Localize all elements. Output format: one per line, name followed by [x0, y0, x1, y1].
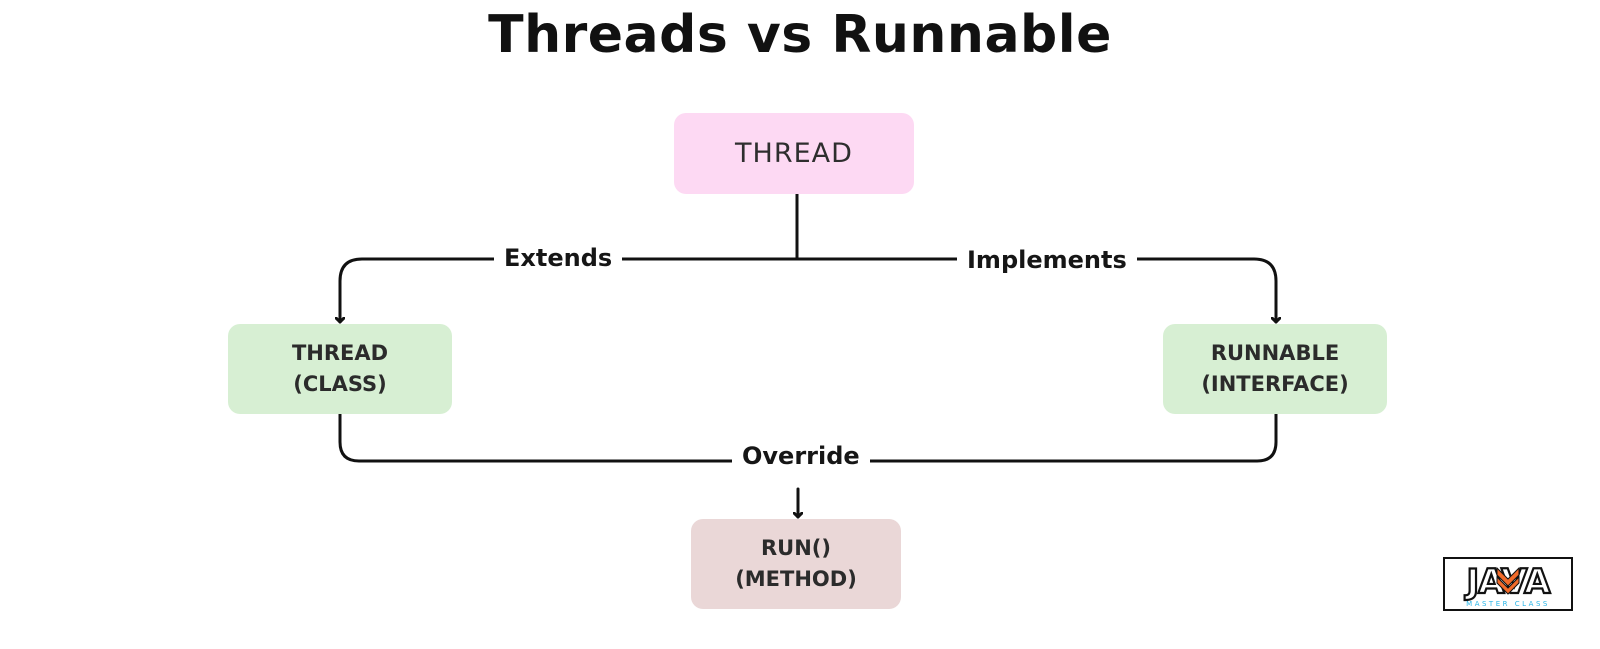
node-runnable-line2: (INTERFACE) [1201, 372, 1349, 396]
logo-chevron-icon-2 [1496, 575, 1520, 595]
node-run-line2: (METHOD) [735, 567, 857, 591]
edge-label-extends: Extends [494, 242, 623, 274]
edge-label-override: Override [732, 440, 870, 472]
node-run-line1: RUN() [761, 536, 831, 560]
node-thread-class-line2: (CLASS) [293, 372, 387, 396]
node-thread-class-line1: THREAD [291, 341, 389, 365]
node-runnable-line1: RUNNABLE [1210, 341, 1340, 365]
extends-connector [340, 257, 799, 324]
node-thread-class: THREAD (CLASS) [228, 324, 452, 414]
java-master-class-logo: JAVA MASTER CLASS [1443, 557, 1573, 611]
node-run-method: RUN() (METHOD) [691, 519, 901, 609]
logo-subtitle: MASTER CLASS [1466, 600, 1550, 608]
page-title: Threads vs Runnable [488, 5, 1112, 65]
node-thread-label: THREAD [735, 138, 853, 169]
logo-chevron-icon [1496, 566, 1520, 587]
node-runnable-interface: RUNNABLE (INTERFACE) [1163, 324, 1387, 414]
edge-label-implements: Implements [957, 244, 1137, 276]
node-thread: THREAD [674, 113, 914, 194]
implements-connector [795, 257, 1276, 324]
